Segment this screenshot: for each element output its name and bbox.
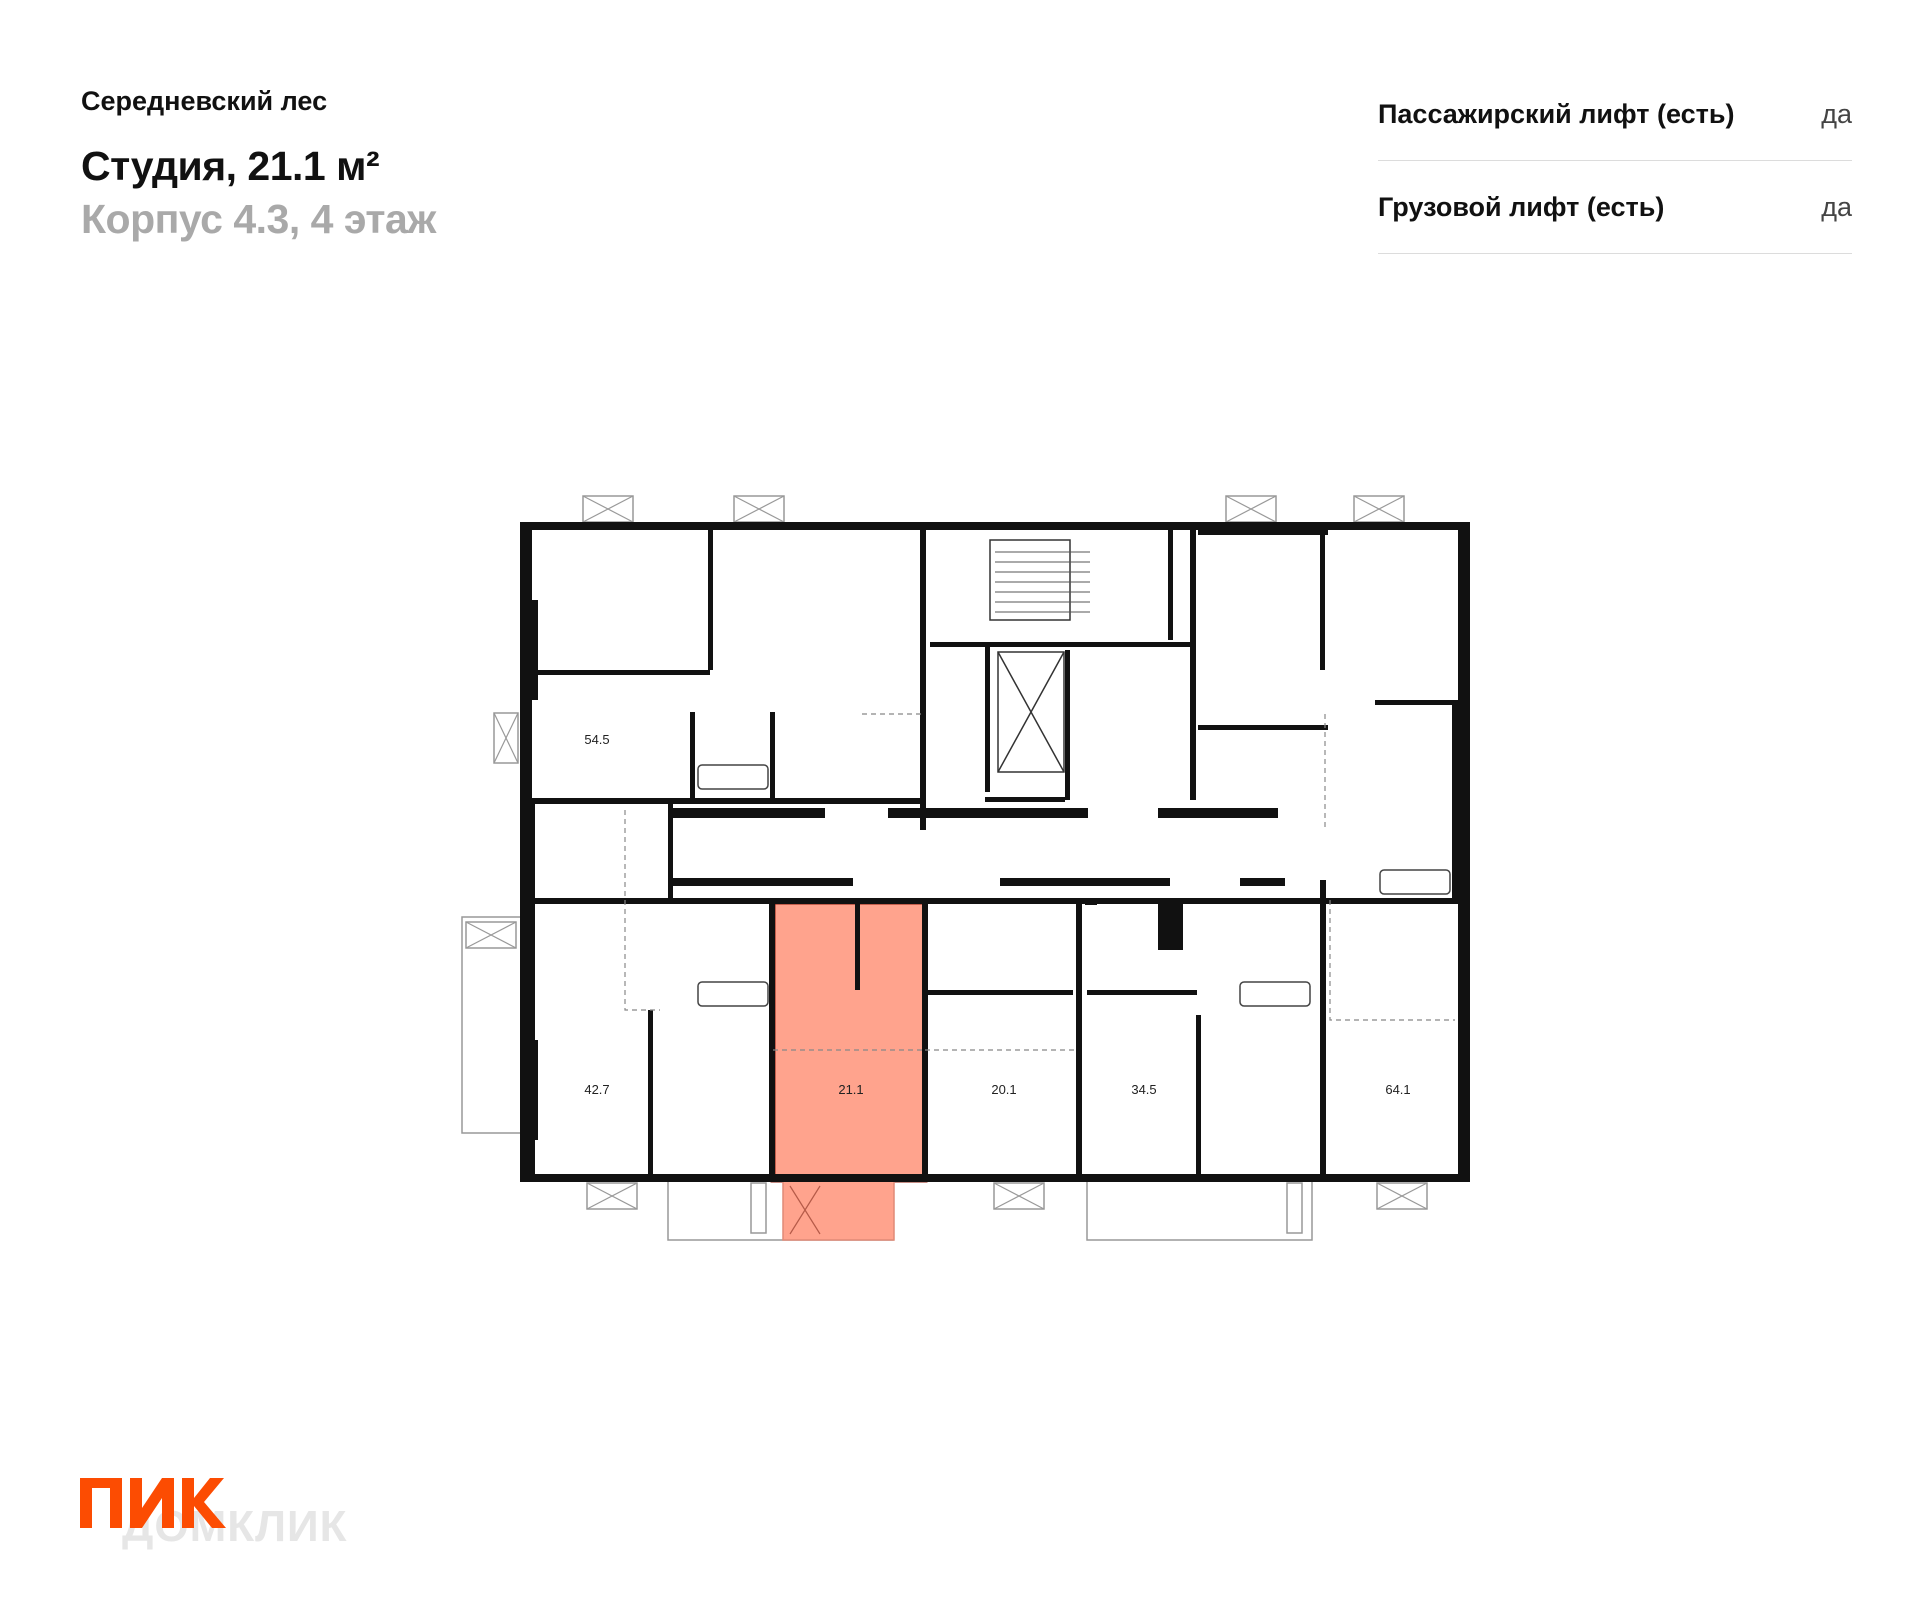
spec-value: да [1821, 98, 1852, 129]
unit-area-label: 64.1 [1385, 1082, 1410, 1097]
unit-area-label: 34.5 [1131, 1082, 1156, 1097]
domclick-watermark: ДОМКЛИК [122, 1502, 348, 1551]
unit-area-label: 42.7 [584, 1082, 609, 1097]
spec-passenger-lift: Пассажирский лифт (есть) да [1378, 68, 1852, 161]
unit-area-label-selected: 21.1 [838, 1082, 863, 1097]
spec-label: Грузовой лифт (есть) [1378, 191, 1665, 222]
unit-area-label: 54.5 [584, 732, 609, 747]
building-floor: Корпус 4.3, 4 этаж [81, 196, 436, 242]
balcony-bottom-2 [1086, 1177, 1313, 1241]
spec-label: Пассажирский лифт (есть) [1378, 98, 1735, 129]
spec-freight-lift: Грузовой лифт (есть) да [1378, 161, 1852, 254]
specs-list: Пассажирский лифт (есть) да Грузовой лиф… [1378, 68, 1852, 254]
pik-logo [80, 1478, 226, 1528]
selected-apartment[interactable] [770, 899, 928, 1241]
apartment-title: Студия, 21.1 м² [81, 143, 380, 189]
project-name: Середневский лес [81, 86, 328, 116]
balcony-left [461, 916, 523, 1134]
unit-area-label: 20.1 [991, 1082, 1016, 1097]
spec-value: да [1821, 191, 1852, 222]
